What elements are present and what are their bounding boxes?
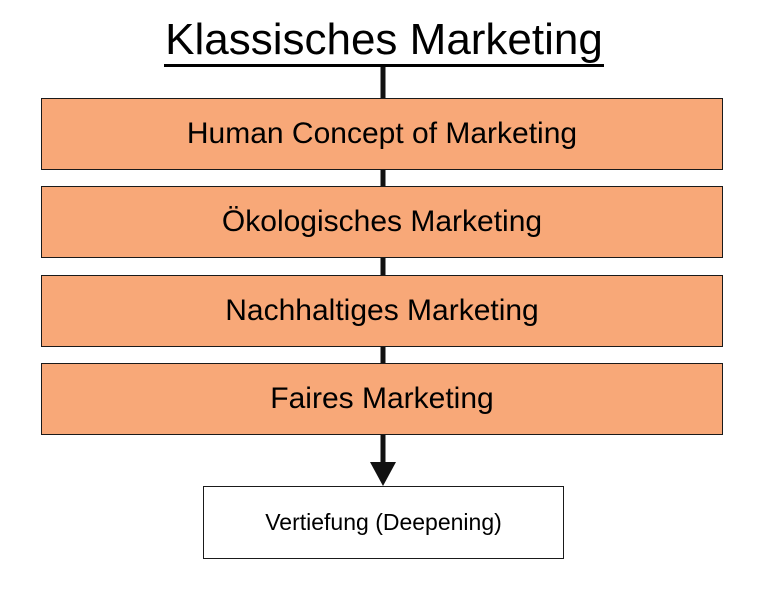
stage-box-human-concept: Human Concept of Marketing — [41, 98, 723, 170]
stage-box-nachhaltiges: Nachhaltiges Marketing — [41, 275, 723, 347]
arrow-head-icon — [370, 462, 396, 486]
stage-label: Faires Marketing — [270, 382, 494, 415]
diagram-title: Klassisches Marketing — [0, 14, 768, 67]
result-box-vertiefung: Vertiefung (Deepening) — [203, 486, 564, 559]
stage-box-oekologisches: Ökologisches Marketing — [41, 186, 723, 258]
stage-label: Ökologisches Marketing — [221, 205, 543, 238]
stage-label: Nachhaltiges Marketing — [225, 294, 539, 327]
diagram-title-text: Klassisches Marketing — [164, 16, 604, 67]
stage-box-faires: Faires Marketing — [41, 363, 723, 435]
result-label: Vertiefung (Deepening) — [265, 509, 502, 535]
stage-label: Human Concept of Marketing — [186, 117, 578, 150]
